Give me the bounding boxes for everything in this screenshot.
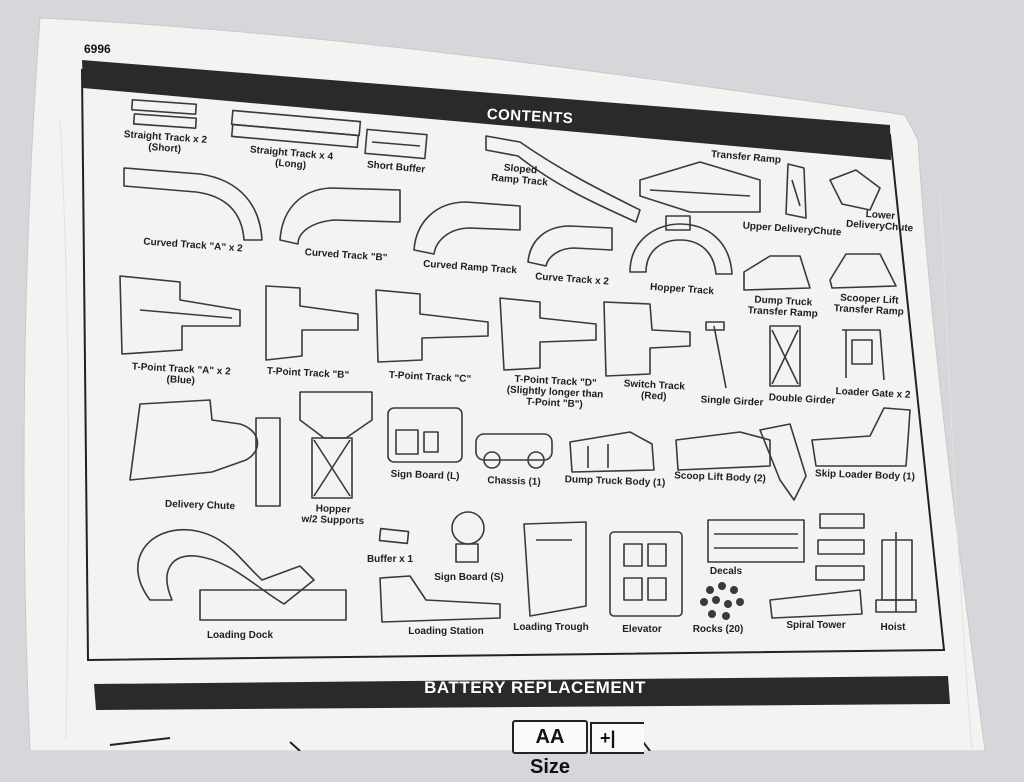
label-scooper-lift-transfer-ramp: Scooper Lift Transfer Ramp	[833, 292, 904, 318]
battery-polarity-symbol: +|	[590, 722, 644, 754]
t-point-track-a-art	[119, 275, 241, 355]
straight-track-short-art	[130, 98, 198, 130]
chassis-art	[475, 433, 553, 469]
label-hopper-supports: Hopper w/2 Supports	[301, 503, 365, 528]
t-point-track-b-art	[265, 285, 359, 361]
curved-track-a-art	[123, 167, 263, 241]
dump-truck-body-art	[569, 431, 655, 473]
dump-truck-transfer-ramp-art	[743, 255, 811, 291]
switch-track-art	[603, 301, 691, 377]
label-loading-trough: Loading Trough	[513, 622, 589, 633]
document-code: 6996	[84, 42, 111, 56]
buffer-art	[378, 527, 410, 545]
t-point-track-c-art	[375, 289, 489, 363]
spiral-tower-art	[769, 513, 865, 619]
label-sign-board-s: Sign Board (S)	[434, 572, 504, 583]
lower-delivery-chute-art	[829, 169, 881, 211]
instruction-sheet: 6996 CONTENTS BATTERY REPLACEMENT AA Siz…	[23, 17, 986, 778]
t-point-track-d-art	[499, 297, 597, 371]
upper-delivery-chute-art	[785, 163, 807, 219]
paper-sheet	[23, 17, 986, 751]
loading-trough-art	[523, 521, 587, 617]
short-buffer-art	[364, 128, 428, 160]
sheet-artwork	[23, 17, 986, 751]
label-elevator: Elevator	[622, 624, 662, 635]
delivery-chute-art	[129, 399, 281, 507]
decals-art	[707, 519, 805, 563]
label-loading-dock: Loading Dock	[206, 630, 274, 641]
skip-loader-body-art	[811, 407, 911, 467]
hoist-art	[875, 532, 917, 613]
double-girder-art	[769, 325, 801, 387]
loading-station-art	[379, 575, 501, 623]
elevator-art	[609, 531, 683, 617]
label-hoist: Hoist	[880, 622, 906, 633]
loading-dock-art	[137, 528, 347, 621]
faint-print-texture	[59, 119, 973, 751]
battery-size-label: AA Size	[512, 720, 588, 778]
rocks-art	[700, 582, 744, 620]
single-girder-art	[705, 321, 727, 389]
scooper-lift-transfer-ramp-art	[829, 253, 897, 289]
curve-track-art	[527, 225, 613, 267]
label-switch-track: Switch Track (Red)	[623, 378, 686, 403]
curved-track-b-art	[279, 187, 401, 245]
hopper-supports-art	[299, 391, 373, 499]
label-rocks: Rocks (20)	[692, 624, 744, 635]
label-decals: Decals	[709, 566, 743, 577]
battery-banner	[94, 676, 950, 710]
hopper-track-art	[629, 215, 733, 275]
label-dump-truck-transfer-ramp: Dump Truck Transfer Ramp	[747, 294, 818, 320]
curved-ramp-track-art	[413, 201, 521, 255]
contents-banner	[82, 60, 891, 160]
battery-replacement-title: BATTERY REPLACEMENT	[424, 678, 646, 697]
loader-gate-art	[842, 329, 885, 381]
sign-board-l-art	[387, 407, 463, 463]
straight-track-long-art	[230, 109, 362, 149]
transfer-ramp-art	[639, 161, 761, 213]
label-buffer: Buffer x 1	[366, 554, 414, 565]
scoop-lift-body-art	[675, 423, 807, 501]
label-loading-station: Loading Station	[408, 626, 484, 637]
label-t-point-track-d: T-Point Track "D" (Slightly longer than …	[506, 373, 604, 411]
label-spiral-tower: Spiral Tower	[786, 620, 846, 631]
sloped-ramp-track-art	[485, 135, 641, 223]
sign-board-s-art	[451, 511, 485, 563]
